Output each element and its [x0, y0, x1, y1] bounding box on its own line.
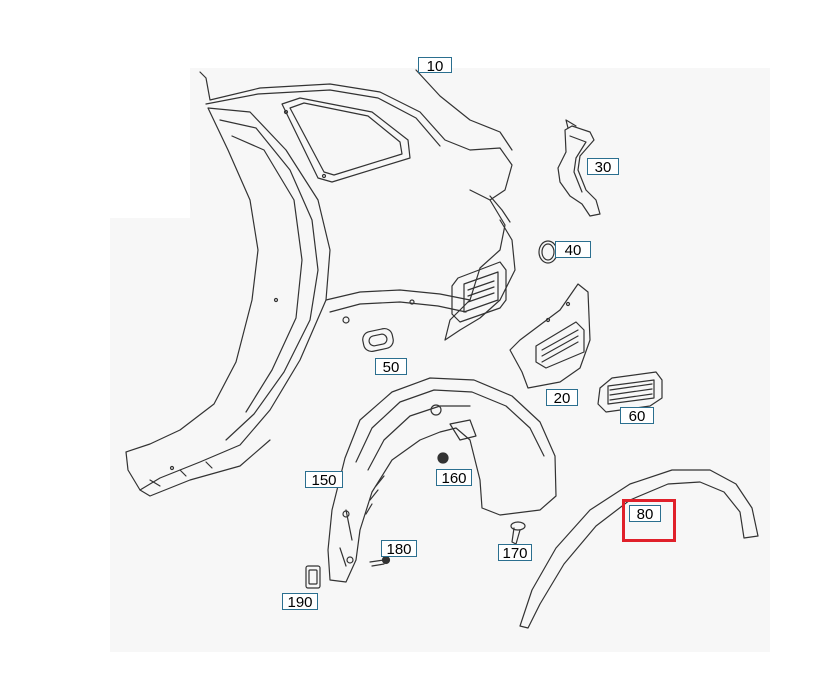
part-60-vent: [597, 371, 663, 413]
callout-50: 50: [375, 358, 407, 376]
highlight-box-80: [622, 499, 676, 542]
callout-80: 80: [629, 505, 661, 523]
callout-170: 170: [498, 544, 532, 562]
callout-40: 40: [555, 241, 591, 259]
part-150-wheelhouse-liner: [327, 377, 557, 583]
part-180-screw: [369, 555, 391, 567]
callout-190: 190: [282, 593, 318, 611]
callout-180: 180: [381, 540, 417, 558]
callout-60: 60: [620, 407, 654, 425]
body-vent-grille: [451, 261, 507, 323]
part-170-screw: [510, 521, 526, 545]
callout-10: 10: [418, 57, 452, 75]
part-20-inner-panel: [509, 283, 591, 389]
callout-30: 30: [587, 158, 619, 176]
part-80-wheel-arch-trim: [519, 469, 759, 629]
rear-side-panel: [125, 69, 516, 497]
part-160-nut: [437, 452, 449, 464]
callout-150: 150: [305, 471, 343, 489]
callout-20: 20: [546, 389, 578, 407]
part-190-clip: [305, 565, 321, 589]
part-30-bracket: [557, 119, 601, 217]
callout-160: 160: [436, 469, 472, 487]
part-50-clip: [362, 327, 394, 353]
